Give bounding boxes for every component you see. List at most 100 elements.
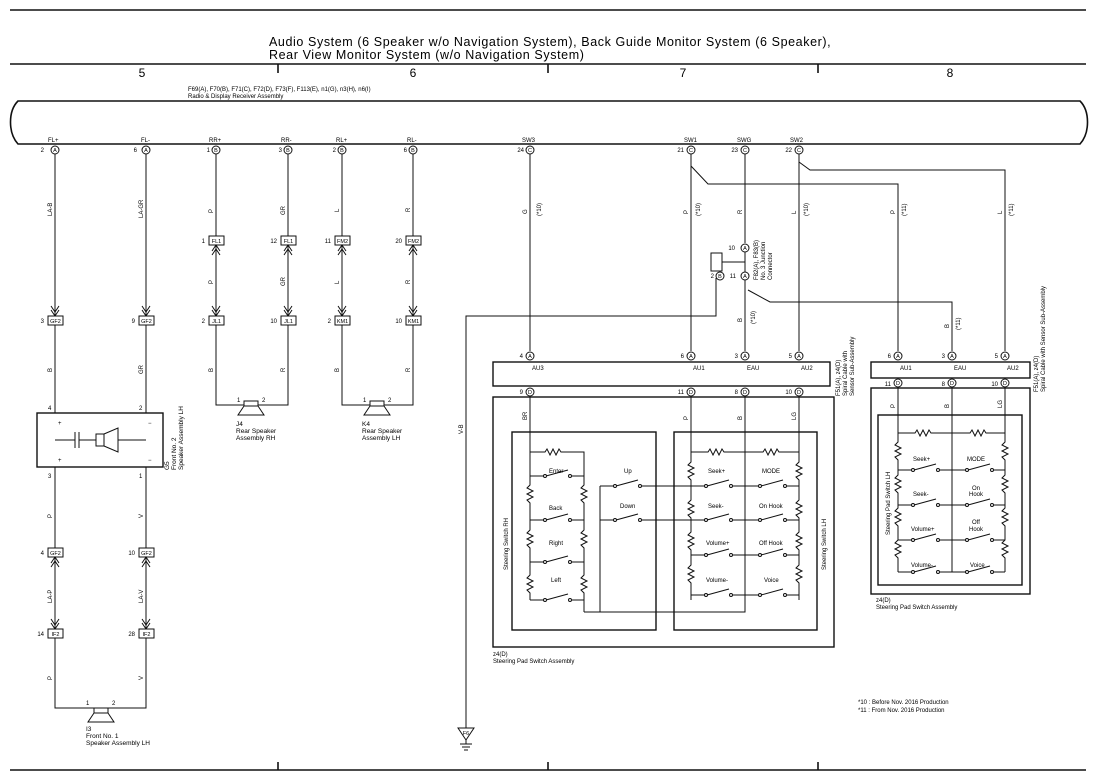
pin-number: 22 — [785, 148, 792, 154]
pin-letter: C — [528, 148, 532, 154]
spiral-cable-name: Spiral Cable with — [843, 351, 849, 396]
switch-label: Enter — [549, 469, 563, 475]
pin-label: EAU — [954, 366, 966, 372]
pin-letter: D — [950, 381, 954, 387]
connector-pin: 10 — [128, 551, 135, 557]
steering-pad-assembly-2: P B LG Steering Pad Switch LH — [870, 387, 1031, 611]
wire-label: R — [406, 367, 412, 372]
pin-number: 9 — [520, 390, 524, 396]
wire-label: R — [406, 207, 412, 212]
wire-label: (*11) — [902, 203, 908, 216]
connector-pin: 2 — [328, 319, 332, 325]
switch-label: Volume- — [706, 578, 728, 584]
pin-letter: A — [144, 148, 148, 154]
switch-label: Seek+ — [708, 469, 726, 475]
pin-number: 6 — [681, 354, 685, 360]
wire-label: V — [139, 676, 145, 680]
connector-pin: 1 — [202, 239, 206, 245]
speaker-name: Speaker Assembly LH — [86, 740, 150, 747]
spiral-cable-2: 6 A AU1 3 A EAU 5 A AU2 11 D 8 D 10 D F5… — [870, 286, 1047, 392]
svg-text:+: + — [58, 458, 62, 464]
connector-label: JL1 — [284, 319, 293, 325]
wire-label: B — [738, 318, 744, 322]
switch-title: Steering Switch LH — [822, 519, 828, 570]
wire-label: P — [684, 416, 690, 420]
pin-number: 8 — [735, 390, 739, 396]
wire-label: P — [48, 676, 54, 680]
pin-label: AU1 — [900, 366, 912, 372]
junction-name: F82(A), F83(B) — [754, 240, 760, 280]
rear-speaker-rh-circuit: P GR 1 FL1 12 FL1 P GR 2 JL1 10 JL1 B R … — [202, 154, 297, 442]
section-number: 6 — [410, 66, 417, 80]
assembly-id: z4(D) — [493, 652, 508, 658]
pin-number: 23 — [731, 148, 738, 154]
wire-label: L — [998, 210, 1004, 214]
speaker-id: G5 — [164, 461, 171, 470]
pin-letter: B — [340, 148, 344, 154]
switch-label: Voice — [970, 563, 985, 569]
switch-label: Up — [624, 469, 632, 475]
pin-number: 6 — [134, 148, 138, 154]
pin-label: EAU — [747, 366, 759, 372]
wire-label: (*10) — [696, 203, 702, 216]
wire-label: R — [406, 279, 412, 284]
front-speaker-circuit: LA-B LA-GR 3 GF2 9 GF2 B GR 4 2 + − + − … — [36, 154, 185, 747]
steering-pad-switch-lh-box — [877, 414, 1023, 586]
connector-pin: 9 — [132, 319, 136, 325]
assembly-id: z4(D) — [876, 598, 891, 604]
pin-number: 4 — [520, 354, 524, 360]
switch-label: Right — [549, 541, 563, 547]
pin-letter: A — [896, 354, 900, 360]
switch-label: Volume+ — [911, 527, 935, 533]
junction-letter: A — [743, 274, 747, 280]
pin-label: AU2 — [801, 366, 813, 372]
connector-pin: 2 — [202, 319, 206, 325]
wire-label: P — [684, 210, 690, 214]
section-ticks — [277, 64, 819, 770]
ground-label: F6 — [463, 731, 469, 737]
radio-name: Radio & Display Receiver Assembly — [188, 94, 283, 100]
connector-label: IF2 — [143, 632, 151, 638]
steering-pad-assembly-1: BR P B LG Steering Switch RH Enter — [492, 396, 835, 665]
wire-label: (*10) — [537, 203, 543, 216]
pin-label: SW3 — [522, 138, 536, 144]
pin-label: FL+ — [48, 138, 59, 144]
pin-label: RR+ — [209, 138, 222, 144]
switch-label: MODE — [762, 469, 780, 475]
pin-label: AU3 — [532, 366, 544, 372]
wire-label: (*10) — [804, 203, 810, 216]
pin-number: 3 — [942, 354, 946, 360]
pin-letter: D — [743, 390, 747, 396]
radio-pins: FL+ 2 A FL- 6 A RR+ 1 B RR- 3 B RL+ 2 B … — [41, 138, 804, 155]
speaker-name: Front No. 1 — [86, 733, 119, 740]
wire-label: B — [209, 368, 215, 372]
pin-label: AU1 — [693, 366, 705, 372]
pin-letter: C — [797, 148, 801, 154]
connector-pin: 12 — [270, 239, 277, 245]
wire-label: LA-V — [139, 590, 145, 603]
wire-label: P — [891, 210, 897, 214]
connector-pin: 28 — [128, 632, 135, 638]
pin-number: 2 — [41, 148, 45, 154]
wire-label: B — [335, 368, 341, 372]
wire-label: P — [891, 404, 897, 408]
section-number: 7 — [680, 66, 687, 80]
junction-pin: 10 — [728, 246, 735, 252]
pin-letter: D — [689, 390, 693, 396]
wire-label: LG — [792, 412, 798, 420]
speaker-id: J4 — [236, 421, 243, 428]
pin-letter: D — [528, 390, 532, 396]
pin-label: SW2 — [790, 138, 804, 144]
wire-label: L — [335, 280, 341, 284]
junction-pin: 11 — [730, 274, 737, 280]
wire-label: G — [523, 209, 529, 214]
pin-letter: B — [286, 148, 290, 154]
pin-number: 21 — [677, 148, 684, 154]
speaker-pin: 2 — [112, 701, 116, 707]
speaker-pin: 2 — [262, 398, 266, 404]
connector-pin: 3 — [41, 319, 45, 325]
wire-label: LA-P — [48, 590, 54, 603]
svg-text:−: − — [148, 458, 152, 464]
switch-label: Seek+ — [913, 457, 931, 463]
pin-letter: A — [950, 354, 954, 360]
